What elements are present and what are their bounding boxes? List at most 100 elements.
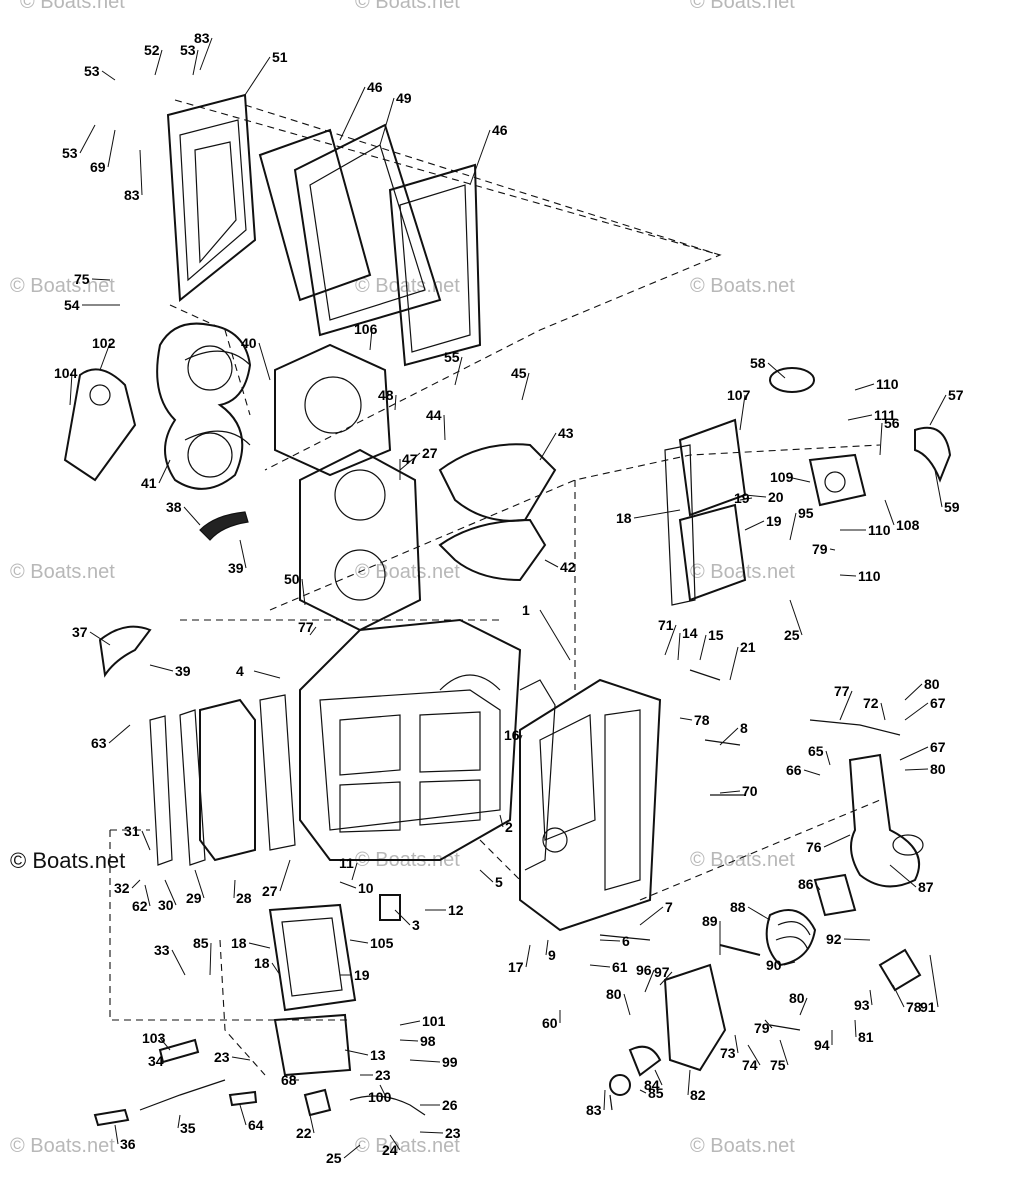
callout-leader-line <box>829 548 836 551</box>
watermark: © Boats.net <box>10 848 125 873</box>
callout-leader-line <box>399 452 421 471</box>
callout-leader-line <box>879 422 883 456</box>
callout-leader-line <box>839 574 857 577</box>
callout-leader-line <box>499 814 504 828</box>
callout-leader-line <box>349 939 369 944</box>
part-callout-11: 11 <box>339 855 354 871</box>
part-callout-95: 95 <box>798 505 814 521</box>
part-callout-15: 15 <box>708 627 724 643</box>
callout-leader-line <box>633 509 681 519</box>
callout-leader-line <box>351 862 358 881</box>
callout-leader-line <box>144 884 151 907</box>
part-callout-86: 86 <box>798 876 814 892</box>
callout-leader-line <box>747 1044 761 1066</box>
part-callout-103: 103 <box>142 1030 166 1046</box>
watermark: © Boats.net <box>355 561 460 583</box>
callout-leader-line <box>815 883 821 891</box>
part-callout-66: 66 <box>786 762 802 778</box>
part-callout-3: 3 <box>412 917 420 933</box>
watermark: © Boats.net <box>690 849 795 871</box>
callout-leader-line <box>419 1131 444 1134</box>
callout-leader-line <box>131 879 141 889</box>
callout-leader-line <box>154 49 163 76</box>
part-callout-96: 96 <box>636 962 652 978</box>
part-callout-102: 102 <box>92 335 116 351</box>
part-callout-59: 59 <box>944 499 960 515</box>
part-callout-2: 2 <box>505 819 513 835</box>
part-callout-40: 40 <box>241 335 257 351</box>
callout-leader-line <box>164 879 177 906</box>
part-callout-18: 18 <box>254 955 270 971</box>
callout-leader-line <box>789 599 803 636</box>
part-callout-27: 27 <box>262 883 278 899</box>
part-callout-53: 53 <box>180 42 196 58</box>
callout-leader-line <box>399 1020 421 1026</box>
part-callout-6: 6 <box>622 933 630 949</box>
part-callout-25: 25 <box>326 1150 342 1166</box>
part-callout-54: 54 <box>64 297 80 313</box>
callout-leader-line <box>799 997 808 1016</box>
part-callout-51: 51 <box>272 49 288 65</box>
callout-leader-line <box>699 634 707 661</box>
part-callout-5: 5 <box>495 874 503 890</box>
callout-leader-line <box>639 1089 647 1094</box>
callout-leader-line <box>108 724 131 744</box>
watermark: © Boats.net <box>690 561 795 583</box>
callout-leader-line <box>389 1134 401 1151</box>
assembly-guide-lines <box>109 99 881 1076</box>
callout-leader-line <box>880 702 886 721</box>
part-callout-65: 65 <box>808 743 824 759</box>
callout-leader-line <box>253 670 281 679</box>
part-callout-107: 107 <box>727 387 751 403</box>
part-callout-38: 38 <box>166 499 182 515</box>
part-callout-70: 70 <box>742 783 758 799</box>
part-callout-67: 67 <box>930 695 946 711</box>
part-callout-99: 99 <box>442 1054 458 1070</box>
part-callout-82: 82 <box>690 1087 706 1103</box>
callout-leader-line <box>825 750 831 766</box>
part-callout-84: 84 <box>644 1077 660 1093</box>
callout-leader-line <box>904 702 929 721</box>
callout-leader-line <box>343 1144 361 1159</box>
part-callout-60: 60 <box>542 1015 558 1031</box>
callout-leader-line <box>779 1039 789 1066</box>
watermark: © Boats.net <box>10 275 115 297</box>
callout-leader-line <box>934 469 943 508</box>
callout-leader-line <box>687 1069 691 1096</box>
part-callout-41: 41 <box>141 475 157 491</box>
part-callout-19: 19 <box>734 490 750 506</box>
callout-leader-line <box>519 734 523 741</box>
callout-leader-line <box>789 512 797 541</box>
callout-leader-line <box>521 372 530 401</box>
part-callout-88: 88 <box>730 899 746 915</box>
part-callout-19: 19 <box>354 967 370 983</box>
callout-leader-line <box>239 539 247 569</box>
part-callout-61: 61 <box>612 959 628 975</box>
part-callout-23: 23 <box>214 1049 230 1065</box>
callout-leader-line <box>192 49 199 76</box>
part-callout-17: 17 <box>508 959 524 975</box>
part-callout-90: 90 <box>766 957 782 973</box>
callout-leader-line <box>639 906 664 926</box>
part-callout-25: 25 <box>784 627 800 643</box>
callout-leader-line <box>644 969 655 993</box>
callout-leader-line <box>664 624 677 656</box>
part-callout-77: 77 <box>834 683 850 699</box>
callout-leader-line <box>399 1039 419 1042</box>
part-callout-9: 9 <box>548 947 556 963</box>
callout-leader-line <box>114 1124 119 1145</box>
part-callout-53: 53 <box>62 145 78 161</box>
callout-leader-line <box>233 879 236 899</box>
part-callout-77: 77 <box>298 619 314 635</box>
part-callout-48: 48 <box>378 387 394 403</box>
callout-leader-line <box>91 278 111 281</box>
part-callout-14: 14 <box>682 625 698 641</box>
part-callout-76: 76 <box>806 839 822 855</box>
callout-leader-line <box>545 939 549 956</box>
callout-leader-line <box>767 362 786 379</box>
part-callout-93: 93 <box>854 997 870 1013</box>
parts-linework <box>63 93 952 1127</box>
callout-leader-line <box>884 499 895 526</box>
